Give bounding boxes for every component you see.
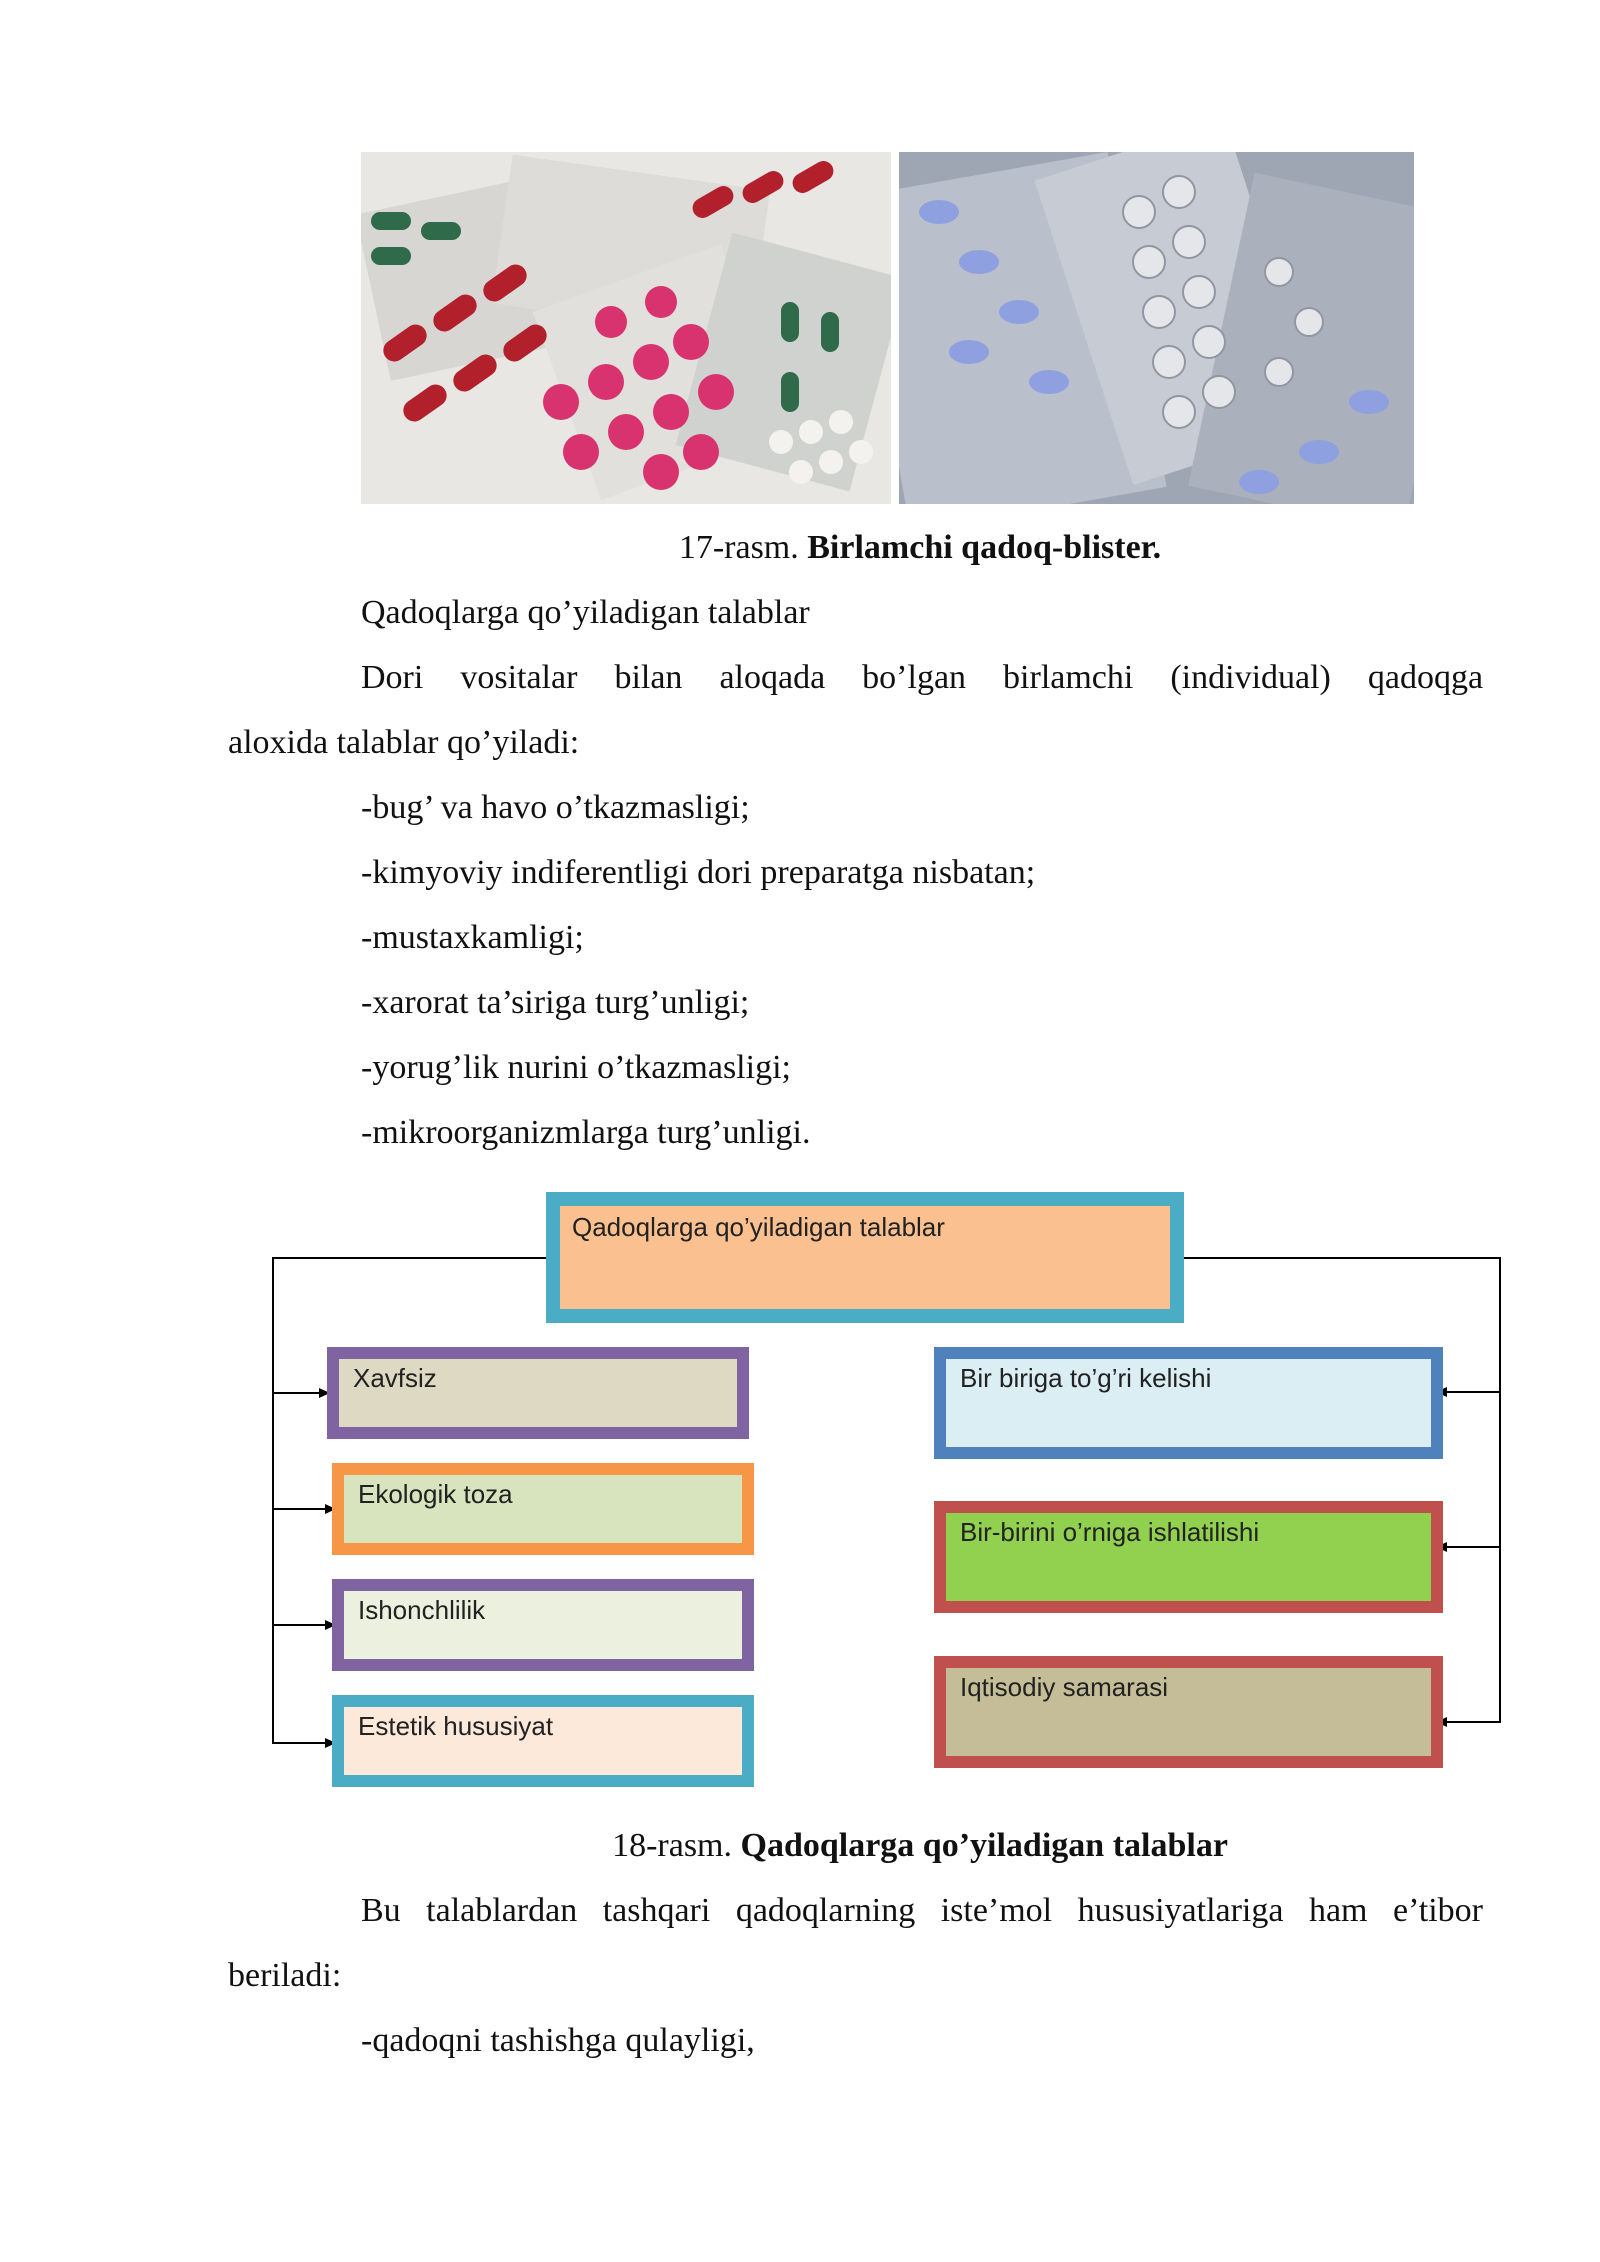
diagram-box-iqtisodiy: Iqtisodiy samarasi	[934, 1656, 1443, 1768]
word: Bu	[361, 1892, 401, 1929]
word: e’tibor	[1392, 1892, 1483, 1929]
diagram-label-bir-biriga: Bir biriga to’g’ri kelishi	[960, 1363, 1212, 1393]
figure-18-number: 18-rasm.	[612, 1827, 732, 1864]
diagram-box-xavfsiz: Xavfsiz	[327, 1347, 749, 1439]
word: hususiyatlariga	[1077, 1892, 1284, 1929]
list-item: -yorug’lik nurini o’tkazmasligi;	[361, 1049, 791, 1086]
list-item: -mikroorganizmlarga turg’unligi.	[361, 1114, 811, 1151]
blister-photo-tablets	[899, 152, 1414, 504]
list-item: -bug’ va havo o’tkazmasligi;	[361, 789, 750, 826]
diagram-top-box: Qadoqlarga qo’yiladigan talablar	[546, 1192, 1184, 1323]
section-heading: Qadoqlarga qo’yiladigan talablar	[361, 594, 810, 631]
paragraph-1-line-2: aloxida talablar qo’yiladi:	[228, 724, 580, 761]
figure-17-title: Birlamchi qadoq-blister.	[807, 529, 1162, 566]
diagram-label-ekologik: Ekologik toza	[358, 1479, 513, 1509]
diagram-box-bir-birini: Bir-birini o’rniga ishlatilishi	[934, 1501, 1443, 1613]
diagram-box-fill	[344, 1707, 742, 1775]
word: vositalar	[460, 659, 578, 696]
word: qadoqlarning	[735, 1892, 916, 1929]
list-item: -qadoqni tashishga qulayligi,	[361, 2022, 755, 2059]
blister-photo-capsules	[361, 152, 891, 504]
connector-right-trunk	[1184, 1257, 1501, 1727]
figure-18-caption: 18-rasm. Qadoqlarga qo’yiladigan talabla…	[120, 1826, 1600, 1866]
word: talablardan	[426, 1892, 578, 1929]
diagram-label-estetik: Estetik hususiyat	[358, 1711, 554, 1741]
diagram-label-iqtisodiy: Iqtisodiy samarasi	[960, 1672, 1169, 1702]
diagram-box-ekologik: Ekologik toza	[332, 1463, 754, 1555]
word: aloqada	[719, 659, 826, 696]
list-item: -kimyoviy indiferentligi dori preparatga…	[361, 854, 1036, 891]
connector-left-trunk	[272, 1257, 546, 1748]
list-item: -xarorat ta’siriga turg’unligi;	[361, 984, 750, 1021]
diagram-top-box-fill	[560, 1206, 1170, 1309]
diagram-box-fill	[339, 1359, 737, 1427]
diagram-label-xavfsiz: Xavfsiz	[353, 1363, 437, 1393]
word: iste’mol	[940, 1892, 1053, 1929]
diagram-box-bir-biriga: Bir biriga to’g’ri kelishi	[934, 1347, 1443, 1459]
word: bo’lgan	[862, 659, 967, 696]
word: tashqari	[602, 1892, 711, 1929]
figure-17-number: 17-rasm.	[678, 529, 799, 566]
diagram-box-fill	[946, 1359, 1431, 1447]
word: bilan	[614, 659, 683, 696]
figure-17-caption: 17-rasm. Birlamchi qadoq-blister.	[120, 528, 1600, 568]
diagram-box-estetik: Estetik hususiyat	[332, 1695, 754, 1787]
paragraph-1-line-1: Dori vositalar bilan aloqada bo’lgan bir…	[361, 658, 1483, 698]
word: Dori	[361, 659, 424, 696]
diagram-box-fill	[344, 1591, 742, 1659]
diagram-box-ishonchlilik: Ishonchlilik	[332, 1579, 754, 1671]
diagram-box-fill	[946, 1668, 1431, 1756]
diagram-label-bir-birini: Bir-birini o’rniga ishlatilishi	[960, 1517, 1260, 1547]
figure-18-title: Qadoqlarga qo’yiladigan talablar	[740, 1827, 1228, 1864]
paragraph-2-line-2: beriladi:	[228, 1957, 342, 1994]
word: (individual)	[1170, 659, 1331, 696]
word: qadoqga	[1367, 659, 1484, 696]
diagram-box-fill	[344, 1475, 742, 1543]
diagram-label-ishonchlilik: Ishonchlilik	[358, 1595, 486, 1625]
word: birlamchi	[1003, 659, 1134, 696]
word: ham	[1308, 1892, 1368, 1929]
paragraph-2-line-1: Bu talablardan tashqari qadoqlarning ist…	[361, 1891, 1483, 1931]
diagram-box-fill	[946, 1513, 1431, 1601]
list-item: -mustaxkamligi;	[361, 919, 584, 956]
diagram-top-label: Qadoqlarga qo’yiladigan talablar	[572, 1212, 945, 1242]
